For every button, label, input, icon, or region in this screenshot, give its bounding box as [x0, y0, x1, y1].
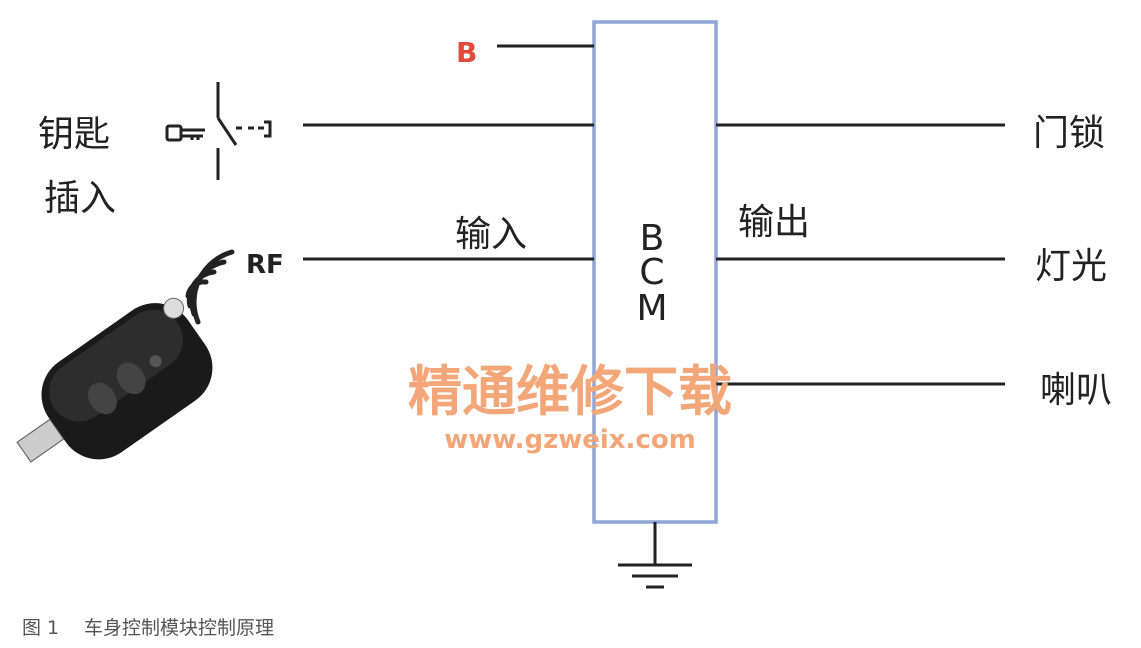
output-lights: 灯光: [1035, 246, 1107, 287]
watermark-url: www.gzweix.com: [444, 425, 696, 455]
bcm-letter-m: M: [636, 288, 667, 329]
battery-label: B: [456, 36, 477, 69]
output-horn: 喇叭: [1040, 370, 1112, 411]
input-label: 输入: [455, 214, 527, 255]
output-label: 输出: [738, 202, 810, 243]
key-label-line1: 钥匙: [38, 114, 110, 155]
key-fob-icon: [16, 297, 213, 463]
wireless-signal-icon: [185, 249, 235, 325]
ground-icon: [618, 522, 692, 589]
key-switch-icon: [165, 82, 272, 180]
bcm-letter-c: C: [639, 252, 664, 293]
rf-label: RF: [246, 250, 284, 280]
output-door-lock: 门锁: [1033, 113, 1105, 154]
bcm-letter-b: B: [640, 218, 665, 259]
watermark-title: 精通维修下载: [408, 360, 732, 423]
figure-number: 图 1: [22, 617, 59, 639]
figure-caption: 车身控制模块控制原理: [84, 617, 274, 639]
key-label-line2: 插入: [44, 178, 116, 219]
